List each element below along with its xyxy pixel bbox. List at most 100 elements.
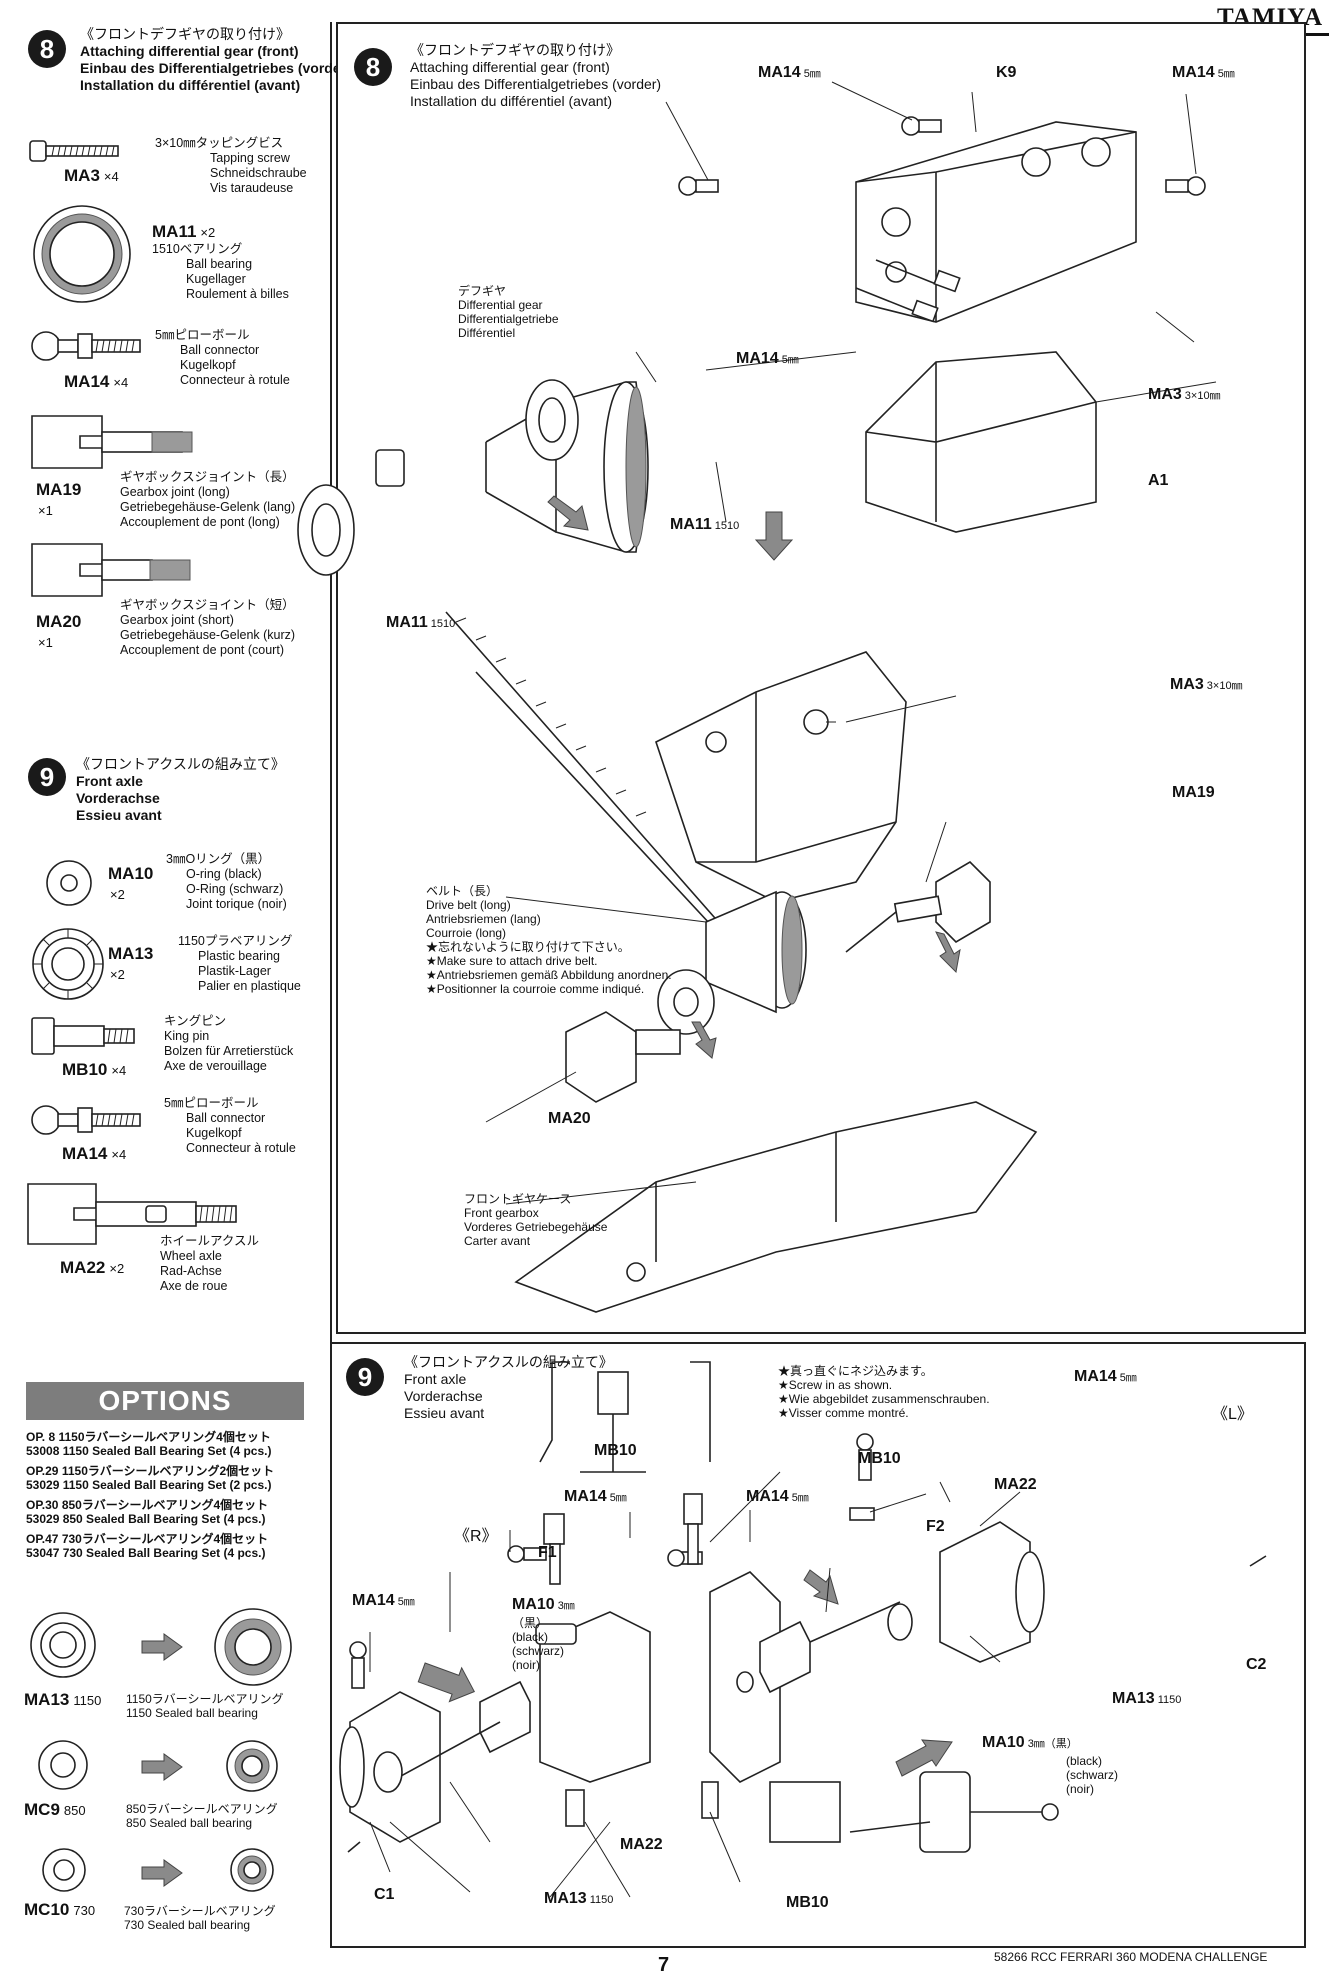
step9-sidebar-title: 《フロントアクスルの組み立て》 Front axle Vorderachse E… <box>76 756 285 823</box>
part-ma10-desc: 3㎜Oリング（黒） O-ring (black) O-Ring (schwarz… <box>166 852 287 911</box>
step8-sidebar-title: 《フロントデフギヤの取り付け》 Attaching differential g… <box>80 26 351 93</box>
o-ring-icon <box>46 860 92 906</box>
label-mb10-a: MB10 <box>594 1442 637 1459</box>
step9-main-badge: 9 <box>346 1358 384 1396</box>
option-line: OP.29 1150ラバーシールベアリング2個セット <box>26 1464 275 1478</box>
option-line: 53029 850 Sealed Ball Bearing Set (4 pcs… <box>26 1512 266 1526</box>
label-mb10-b: MB10 <box>858 1450 901 1467</box>
gearbox-joint-short-icon <box>31 543 191 597</box>
options-banner: OPTIONS <box>26 1382 304 1420</box>
arrow-icon <box>141 1859 183 1887</box>
step8-diagram <box>297 81 1217 1313</box>
label-left: 《L》 <box>1212 1406 1253 1423</box>
part-ma11-desc: 1510ベアリング Ball bearing Kugellager Roulem… <box>152 242 289 301</box>
plastic-bearing-icon <box>32 928 104 1000</box>
option-line: 53008 1150 Sealed Ball Bearing Set (4 pc… <box>26 1444 272 1458</box>
part-ma19-qty: ×1 <box>38 503 53 518</box>
label-ma22-a: MA22 <box>994 1476 1037 1493</box>
arrow-icon <box>141 1633 183 1661</box>
option-line: 53047 730 Sealed Ball Bearing Set (4 pcs… <box>26 1546 266 1560</box>
mc9-bearing-icon <box>38 1740 88 1790</box>
part-ma13-code: MA13 <box>108 944 154 963</box>
arrow-icon <box>141 1753 183 1781</box>
option-line: OP.30 850ラバーシールベアリング4個セット <box>26 1498 269 1512</box>
step9-diagram <box>339 1361 1267 1898</box>
option-line: OP.47 730ラバーシールベアリング4個セット <box>26 1532 269 1546</box>
ma10-b-note: (black) (schwarz) (noir) <box>1066 1754 1119 1796</box>
ma10-a-note: （黒） (black) (schwarz) (noir) <box>512 1616 565 1672</box>
label-k9: K9 <box>996 64 1017 81</box>
part-ma20-desc: ギヤボックスジョイント（短） Gearbox joint (short) Get… <box>120 598 296 657</box>
part-ma3-code: MA3×4 <box>64 166 119 185</box>
ball-connector-icon <box>31 331 141 361</box>
diff-gear-label: デフギヤ Differential gear Differentialgetri… <box>458 284 559 340</box>
part-mb10-desc: キングピン King pin Bolzen für Arretierstück … <box>164 1014 294 1073</box>
front-gearbox-label: フロントギヤケース Front gearbox Vorderes Getrieb… <box>464 1192 608 1248</box>
part-ma20-code: MA20 <box>36 612 82 631</box>
part-ma11-code: MA11×2 <box>152 222 216 241</box>
label-ma20: MA20 <box>548 1110 591 1127</box>
step9-panel <box>330 1342 1306 1948</box>
label-c2: C2 <box>1246 1656 1267 1673</box>
part-mb10-code: MB10×4 <box>62 1060 127 1079</box>
step8-badge: 8 <box>28 30 66 68</box>
options-list: OP. 8 1150ラバーシールベアリング4個セット 53008 1150 Se… <box>26 1430 274 1560</box>
model-name: 58266 RCC FERRARI 360 MODENA CHALLENGE <box>994 1950 1268 1964</box>
part-ma19-code: MA19 <box>36 480 82 499</box>
part-ma19-desc: ギヤボックスジョイント（長） Gearbox joint (long) Getr… <box>120 470 296 529</box>
king-pin-icon <box>31 1017 135 1055</box>
part-ma3-desc: 3×10㎜タッピングビス Tapping screw Schneidschrau… <box>155 136 307 195</box>
screw-note: ★真っ直ぐにネジ込みます。 ★Screw in as shown. ★Wie a… <box>778 1364 990 1420</box>
sealed-bearing-icon <box>214 1608 292 1686</box>
step8-main-title: 《フロントデフギヤの取り付け》 Attaching differential g… <box>410 42 662 109</box>
part-ma13-qty: ×2 <box>110 967 125 982</box>
label-a1: A1 <box>1148 472 1169 489</box>
part-ma14-code: MA14×4 <box>64 372 129 391</box>
label-ma22-b: MA22 <box>620 1836 663 1853</box>
option-line: 53029 1150 Sealed Ball Bearing Set (2 pc… <box>26 1478 272 1492</box>
drive-belt-label: ベルト（長） Drive belt (long) Antriebsriemen … <box>426 884 672 996</box>
ma13-bearing-icon <box>30 1612 96 1678</box>
mc10-bearing-icon <box>42 1848 86 1892</box>
screw-icon <box>29 140 119 162</box>
step9-main-title: 《フロントアクスルの組み立て》 Front axle Vorderachse E… <box>404 1354 613 1421</box>
label-right: 《R》 <box>454 1528 498 1545</box>
part-ma14b-code: MA14×4 <box>62 1144 127 1163</box>
part-ma22-code: MA22×2 <box>60 1258 125 1277</box>
step8-main-badge: 8 <box>354 48 392 86</box>
part-ma20-qty: ×1 <box>38 635 53 650</box>
gearbox-joint-long-icon <box>31 415 193 469</box>
step9-badge: 9 <box>28 758 66 796</box>
sealed-bearing-icon <box>226 1740 278 1792</box>
label-ma19: MA19 <box>1172 784 1215 801</box>
sealed-bearing-icon <box>230 1848 274 1892</box>
page-number: 7 <box>658 1954 670 1976</box>
part-ma13-desc: 1150プラベアリング Plastic bearing Plastik-Lage… <box>178 934 301 993</box>
sidebar-divider <box>330 22 332 1347</box>
ball-connector-icon <box>31 1105 141 1135</box>
label-mb10-c: MB10 <box>786 1894 829 1911</box>
label-f1: F1 <box>538 1544 557 1561</box>
wheel-axle-icon <box>27 1183 237 1245</box>
part-ma10-code: MA10 <box>108 864 154 883</box>
